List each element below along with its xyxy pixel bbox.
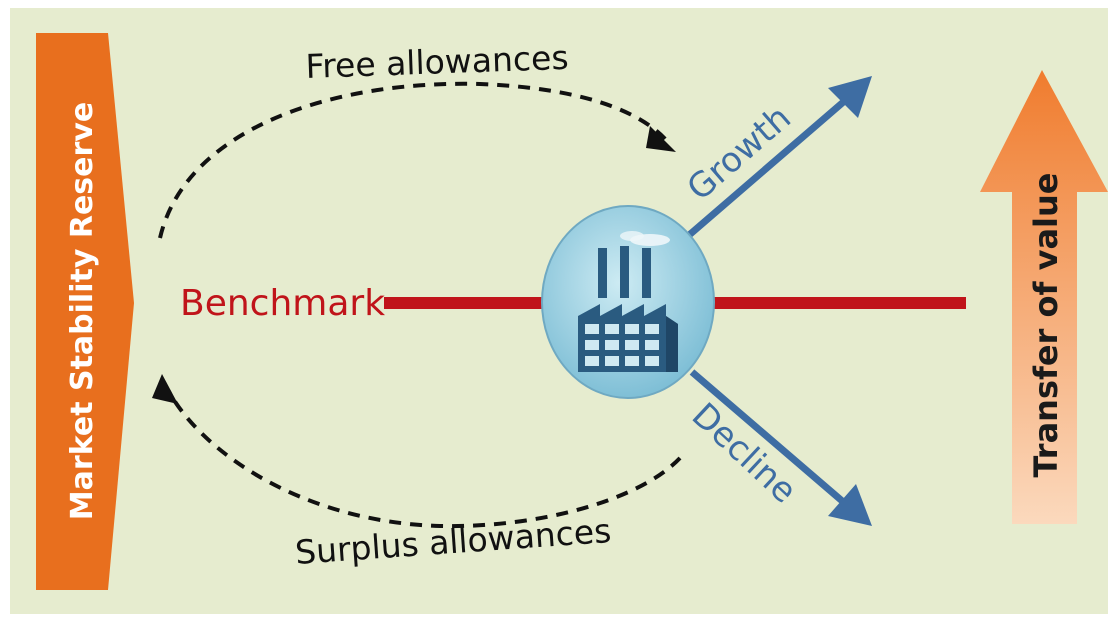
factory-node (541, 205, 715, 399)
transfer-of-value-arrow: Transfer of value (980, 70, 1108, 524)
decline-arrow (689, 369, 872, 526)
growth-arrow (685, 76, 872, 239)
surplus-allowances-arrowhead (152, 374, 178, 404)
free-allowances-label: Free allowances (305, 38, 569, 86)
free-allowances-arrowhead (646, 126, 676, 152)
transfer-of-value-label: Transfer of value (1027, 172, 1065, 477)
market-stability-reserve-label: Market Stability Reserve (65, 102, 100, 520)
benchmark-label: Benchmark (180, 283, 385, 324)
surplus-allowances-curve (166, 389, 682, 529)
factory-icon (578, 231, 678, 372)
market-stability-reserve-bar: Market Stability Reserve (36, 33, 134, 590)
free-allowances-curve (158, 81, 670, 239)
